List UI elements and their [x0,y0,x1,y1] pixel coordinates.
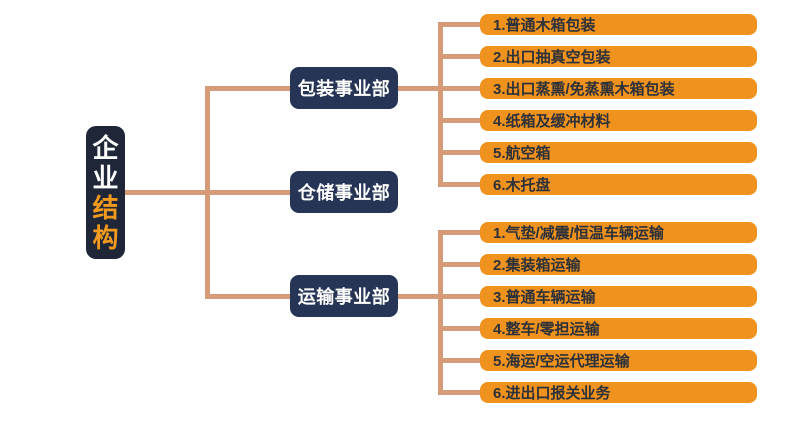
leaf-packaging-1: 1.普通木箱包装 [480,14,757,35]
connector-packaging-leaf-3 [438,86,480,91]
connector-transportation-leaf-1 [438,230,480,235]
connector-transportation-out [398,294,443,299]
connector-transportation-leaf-2 [438,262,480,267]
connector-root-to-trunk [124,190,210,195]
root-title-line1: 企业 [92,132,119,193]
connector-to-warehousing [205,190,290,195]
connector-transportation-leaf-3 [438,294,480,299]
leaf-packaging-3: 3.出口蒸熏/免蒸熏木箱包装 [480,78,757,99]
leaf-transportation-3: 3.普通车辆运输 [480,286,757,307]
connector-transportation-leaf-6 [438,390,480,395]
connector-packaging-leaf-1 [438,22,480,27]
root-title-line2: 结构 [92,192,119,253]
branch-node-warehousing: 仓储事业部 [290,171,398,213]
connector-packaging-out [398,86,443,91]
leaf-transportation-2: 2.集装箱运输 [480,254,757,275]
connector-packaging-leaf-6 [438,182,480,187]
connector-to-packaging [205,86,290,91]
leaf-packaging-4: 4.纸箱及缓冲材料 [480,110,757,131]
leaf-packaging-2: 2.出口抽真空包装 [480,46,757,67]
leaf-transportation-5: 5.海运/空运代理运输 [480,350,757,371]
connector-to-transportation [205,294,290,299]
connector-packaging-leaf-5 [438,150,480,155]
connector-packaging-leaf-2 [438,54,480,59]
connector-packaging-trunk [438,22,443,187]
branch-node-transportation: 运输事业部 [290,275,398,317]
leaf-packaging-6: 6.木托盘 [480,174,757,195]
connector-packaging-leaf-4 [438,118,480,123]
root-node-enterprise-structure: 企业 结构 [86,126,125,259]
branch-node-packaging: 包装事业部 [290,67,398,109]
connector-transportation-leaf-4 [438,326,480,331]
leaf-transportation-1: 1.气垫/减震/恒温车辆运输 [480,222,757,243]
connector-transportation-trunk [438,230,443,395]
leaf-transportation-4: 4.整车/零担运输 [480,318,757,339]
leaf-packaging-5: 5.航空箱 [480,142,757,163]
leaf-transportation-6: 6.进出口报关业务 [480,382,757,403]
connector-transportation-leaf-5 [438,358,480,363]
